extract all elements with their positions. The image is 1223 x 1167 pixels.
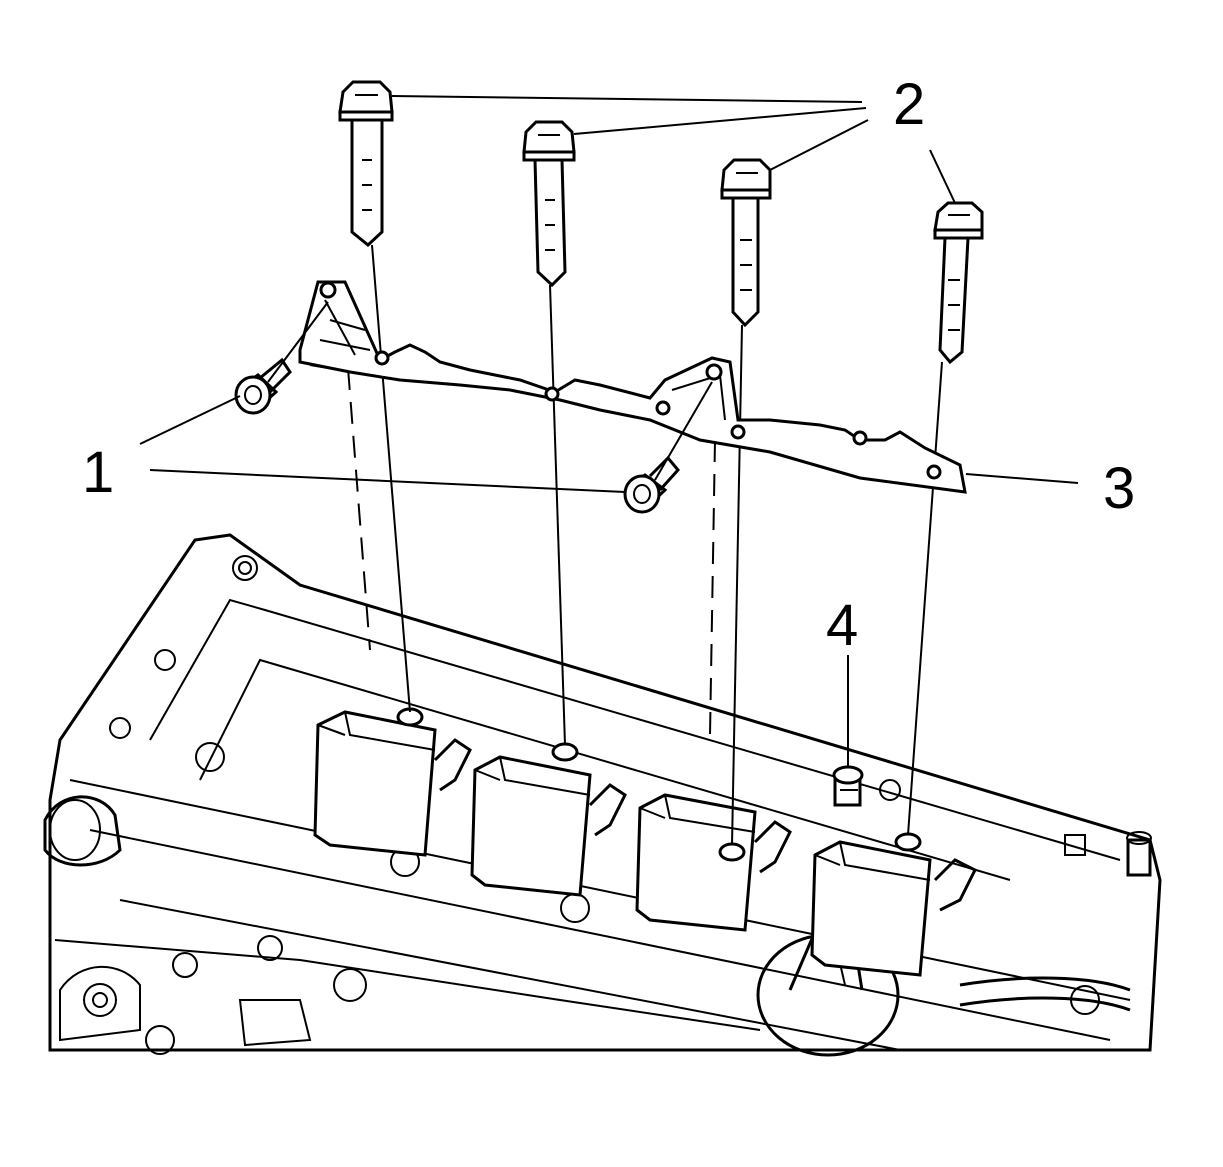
ignition-coil-2 bbox=[470, 742, 627, 897]
callout-1: 1 bbox=[82, 440, 114, 505]
bracket-bolt-left bbox=[234, 301, 329, 415]
ignition-coil-3 bbox=[635, 793, 792, 932]
bracket-bolt-center bbox=[623, 381, 713, 514]
ignition-coil-bracket bbox=[298, 280, 967, 494]
callout-2: 2 bbox=[893, 72, 925, 137]
coil-bolt-4 bbox=[933, 201, 984, 365]
stud bbox=[832, 765, 864, 807]
callout-3: 3 bbox=[1103, 456, 1135, 521]
alignment-lines bbox=[347, 244, 943, 846]
engine-cylinder-head bbox=[43, 533, 1162, 1057]
coil-bolt-1 bbox=[338, 80, 394, 247]
ignition-coil-1 bbox=[313, 707, 472, 857]
leader-lines bbox=[139, 95, 1079, 768]
coil-bolt-3 bbox=[720, 158, 772, 328]
ignition-coil-4 bbox=[810, 832, 978, 977]
callout-4: 4 bbox=[826, 593, 858, 658]
coil-bolt-2 bbox=[522, 120, 576, 288]
